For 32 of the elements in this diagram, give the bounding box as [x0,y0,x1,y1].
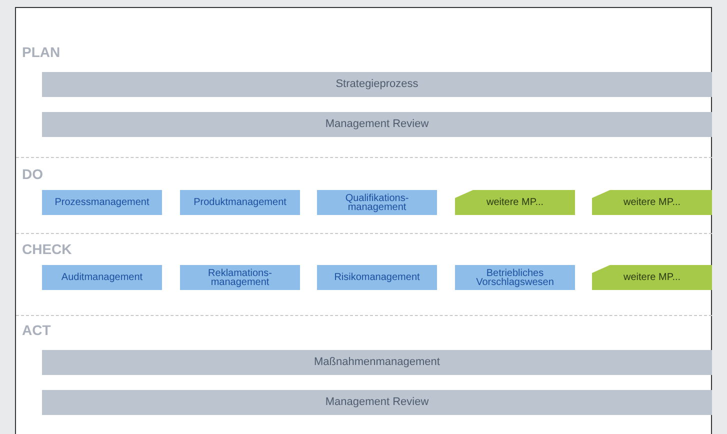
box-label: Management Review [325,398,429,407]
process-bar [42,390,712,415]
box-label: Prozessmanagement [54,198,150,207]
phase-heading: DO [22,166,43,182]
card-shape [592,265,712,290]
phase-heading: PLAN [22,44,60,60]
box-label: Auditmanagement [61,273,143,282]
process-bar [42,350,712,375]
process-box [455,265,575,290]
process-bar [42,112,712,137]
process-box [42,190,162,215]
phase-heading: ACT [22,322,51,338]
box-label: weitere MP... [623,198,681,207]
card-shape [455,190,575,215]
box-label: Strategieprozess [336,80,418,89]
box-label: Management Review [325,120,429,129]
box-label: Produktmanagement [194,198,286,207]
process-box [180,265,300,290]
box-label: Betriebliches Vorschlagswesen [475,268,555,286]
box-label: weitere MP... [486,198,544,207]
process-box [180,190,300,215]
process-box [317,190,437,215]
box-label: Maßnahmenmanagement [314,358,440,367]
process-bar [42,72,712,97]
phase-heading: CHECK [22,241,72,257]
box-label: Reklamations- management [207,268,273,286]
process-box [317,265,437,290]
process-box [42,265,162,290]
box-label: Qualifikations- management [344,194,410,212]
box-label: weitere MP... [623,273,681,282]
box-label: Risikomanagement [334,273,420,282]
card-shape [592,190,712,215]
